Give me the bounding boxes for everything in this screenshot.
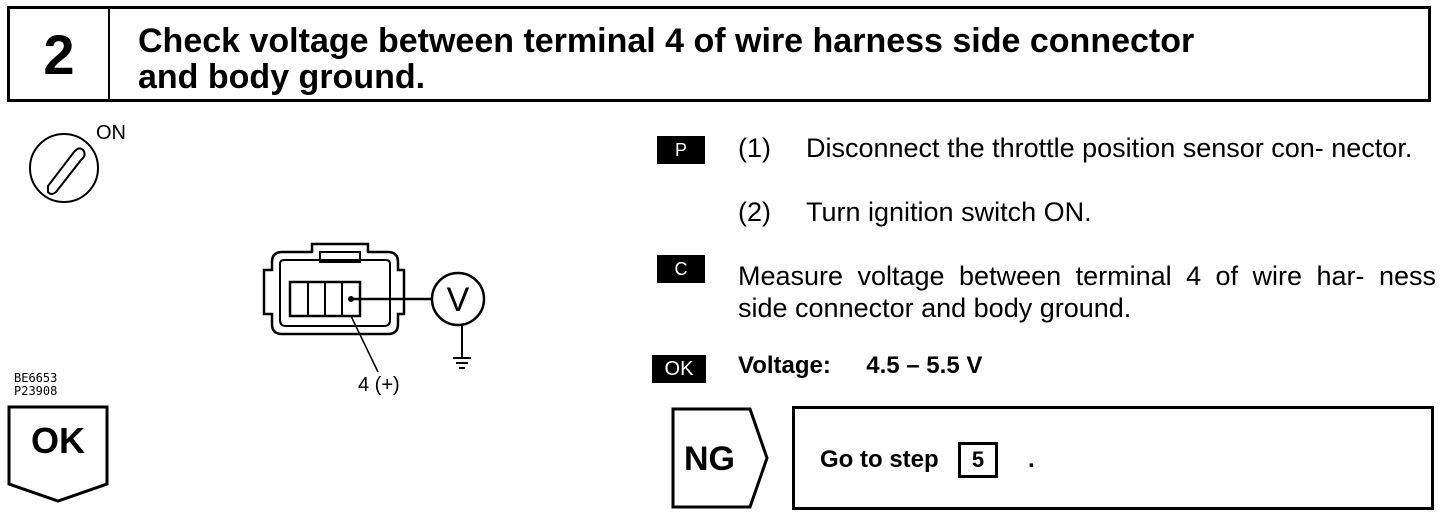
goto-step-text: Go to step — [820, 446, 939, 473]
step-header: 2 Check voltage between terminal 4 of wi… — [7, 6, 1431, 102]
voltmeter-icon — [430, 271, 486, 327]
step1-text: Disconnect the throttle position sensor … — [806, 133, 1413, 163]
ignition-on-label: ON — [96, 122, 126, 144]
ng-result-box — [792, 406, 1434, 510]
prep-tag: P — [657, 136, 705, 164]
ref-code-1: BE6653 — [14, 371, 58, 385]
terminal-leader-line — [350, 315, 379, 373]
figure-reference-codes: BE6653 P23908 — [14, 372, 57, 398]
connector-housing — [262, 242, 406, 336]
ng-right-arrow-icon — [671, 407, 769, 509]
goto-period: . — [1028, 446, 1035, 473]
ref-code-2: P23908 — [14, 384, 58, 398]
ok-arrow-label: OK — [31, 420, 85, 461]
step-number: 2 — [10, 9, 110, 99]
goto-step-number: 5 — [958, 442, 998, 478]
voltage-label: Voltage: — [738, 352, 831, 379]
step2-text: Turn ignition switch ON. — [806, 197, 1092, 227]
ng-arrow-label: NG — [684, 440, 735, 478]
connector-diagram: V — [262, 242, 486, 373]
terminal-4-label: 4 (+) — [358, 374, 400, 396]
spec-ok-tag: OK — [652, 355, 706, 383]
check-tag: C — [657, 255, 705, 283]
step2-number: (2) — [738, 197, 771, 227]
ignition-switch-icon — [29, 133, 99, 203]
step1-number: (1) — [738, 133, 771, 163]
step-title-line2: and body ground. — [138, 58, 426, 96]
step-title-line1: Check voltage between terminal 4 of wire… — [138, 22, 1195, 60]
measure-text: Measure voltage between terminal 4 of wi… — [738, 261, 1436, 323]
voltage-spec: Voltage: 4.5 – 5.5 V — [738, 352, 982, 380]
ok-down-arrow-icon — [7, 405, 109, 503]
step-title: Check voltage between terminal 4 of wire… — [138, 23, 1408, 95]
voltage-value: 4.5 – 5.5 V — [866, 352, 983, 379]
voltmeter-symbol: V — [447, 281, 470, 319]
